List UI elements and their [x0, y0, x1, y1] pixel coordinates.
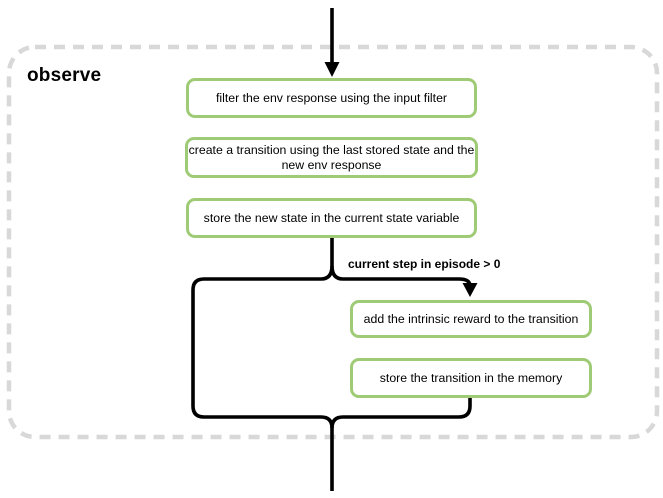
step-filter-env-response: filter the env response using the input …: [186, 78, 477, 118]
entry-arrowhead-icon: [324, 62, 340, 77]
step-add-intrinsic-reward: add the intrinsic reward to the transiti…: [350, 300, 592, 338]
step-label: add the intrinsic reward to the transiti…: [363, 311, 579, 326]
step-create-transition: create a transition using the last store…: [185, 137, 478, 178]
condition-branch-arrow: [330, 265, 478, 297]
bypass-branch-connector: [191, 238, 334, 491]
merge-connector: [330, 398, 472, 429]
step-label: filter the env response using the input …: [215, 90, 448, 105]
condition-branch-line: [330, 265, 472, 287]
step-store-new-state: store the new state in the current state…: [186, 198, 477, 238]
condition-arrowhead-icon: [462, 283, 478, 297]
group-title: observe: [27, 65, 102, 86]
step-label: create a transition using the last store…: [188, 142, 475, 172]
step-label: store the new state in the current state…: [203, 210, 460, 225]
entry-arrow: [324, 8, 340, 77]
step-label: store the transition in the memory: [379, 370, 563, 385]
branch-condition-label: current step in episode > 0: [348, 257, 501, 271]
step-store-transition: store the transition in the memory: [350, 358, 592, 398]
